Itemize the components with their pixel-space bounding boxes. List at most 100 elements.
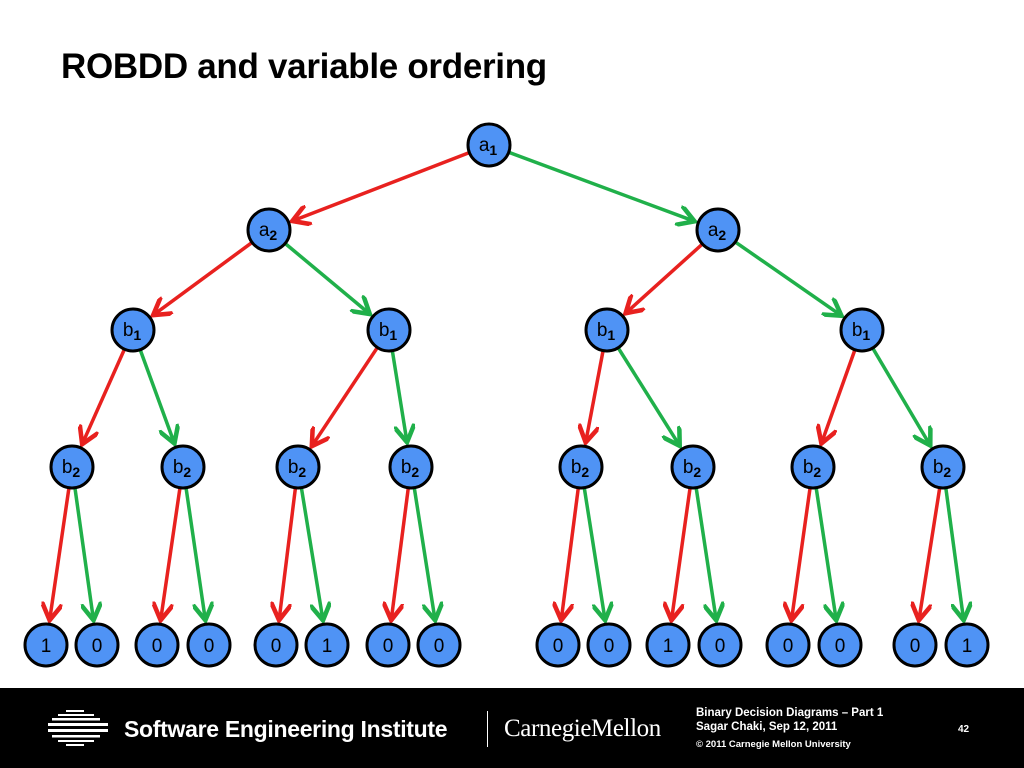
node-label: b2 [803,457,822,480]
node-label: b1 [123,320,142,343]
node-b1: b1 [366,307,412,353]
terminal-label: 0 [715,636,726,657]
node-a2: a2 [246,207,292,253]
terminal-label: 0 [152,636,163,657]
terminal-label: 0 [910,636,921,657]
sei-logo-icon [48,710,108,746]
terminal-0: 0 [817,622,863,668]
course-title: Binary Decision Diagrams – Part 1 [696,707,884,719]
terminal-0: 0 [586,622,632,668]
high-edge-n6 [614,343,680,445]
low-edge-n9 [161,483,183,620]
terminal-label: 0 [434,636,445,657]
footer-bar [0,688,1024,768]
slide-title: ROBDD and variable ordering [61,47,547,86]
terminal-label: 1 [322,636,333,657]
bdd-diagram: a1 a2 a2 b1 b1 b1 b1 b2 b2 b2 b2 b2 b2 b2 b2 1 0 0 0 0 1 0 0 0 0… [23,122,990,668]
low-edge-n6 [586,346,606,443]
high-edge-n10 [299,483,323,621]
terminal-label: 0 [835,636,846,657]
low-edge-n3 [626,240,707,313]
low-edge-n7 [821,345,858,443]
node-b2: b2 [558,444,604,490]
low-edge-n2 [153,238,257,315]
author-date: Sagar Chaki, Sep 12, 2011 [696,721,838,733]
terminal-label: 1 [41,636,52,657]
terminal-0: 0 [765,622,811,668]
terminal-0: 0 [535,622,581,668]
low-edge-n12 [561,483,581,620]
terminal-label: 1 [962,636,973,657]
terminal-0: 0 [365,622,411,668]
node-label: b2 [288,457,307,480]
terminal-0: 0 [892,622,938,668]
node-label: b2 [933,457,952,480]
node-label: a2 [708,220,727,243]
low-edge-n13 [671,483,693,620]
terminal-0: 0 [416,622,462,668]
institute-name: Software Engineering Institute [124,716,448,742]
terminal-label: 1 [663,636,674,657]
high-edge-n9 [183,483,205,620]
terminal-0: 0 [74,622,120,668]
low-edge-n11 [391,483,411,620]
node-label: b2 [401,457,420,480]
node-label: a1 [479,135,498,158]
node-b2: b2 [920,444,966,490]
node-b2: b2 [790,444,836,490]
high-edge-n7 [869,343,931,446]
high-edge-n11 [411,483,435,621]
copyright: © 2011 Carnegie Mellon University [696,739,851,750]
high-edge-n2 [280,239,370,314]
node-label: b2 [571,457,590,480]
high-edge-n3 [730,238,842,316]
terminal-label: 0 [271,636,282,657]
footer-divider [487,711,488,747]
page-number: 42 [958,724,970,735]
node-label: b1 [597,320,616,343]
high-edge-n4 [137,345,175,444]
terminal-0: 0 [134,622,180,668]
terminal-1: 1 [944,622,990,668]
terminal-0: 0 [697,622,743,668]
terminal-label: 0 [383,636,394,657]
node-a2: a2 [695,207,741,253]
node-label: a2 [259,220,278,243]
high-edge-n14 [813,483,837,620]
node-label: b2 [173,457,192,480]
terminal-label: 0 [553,636,564,657]
node-label: b2 [683,457,702,480]
terminal-label: 0 [92,636,103,657]
low-edge-n5 [312,343,382,446]
low-edge-n10 [279,483,298,620]
node-label: b1 [852,320,871,343]
university-name: CarnegieMellon [504,715,661,742]
node-label: b1 [379,320,398,343]
terminal-label: 0 [783,636,794,657]
footer-info: Binary Decision Diagrams – Part 1 Sagar … [696,706,883,750]
terminal-0: 0 [253,622,299,668]
node-b2: b2 [160,444,206,490]
high-edge-n1 [504,149,695,221]
node-b1: b1 [839,307,885,353]
node-b2: b2 [670,444,716,490]
high-edge-n13 [693,483,717,620]
node-b2: b2 [49,444,95,490]
node-b2: b2 [388,444,434,490]
terminal-label: 0 [204,636,215,657]
terminal-0: 0 [186,622,232,668]
low-edge-n4 [82,344,128,445]
low-edge-n14 [791,483,813,620]
node-b1: b1 [110,307,156,353]
high-edge-n15 [943,483,963,620]
node-a1: a1 [466,122,512,168]
high-edge-n8 [72,483,93,620]
low-edge-n8 [50,483,72,620]
low-edge-n15 [919,483,943,621]
terminal-1: 1 [304,622,350,668]
high-edge-n12 [581,483,605,621]
node-b1: b1 [584,307,630,353]
terminal-1: 1 [23,622,69,668]
terminal-label: 0 [604,636,615,657]
node-b2: b2 [275,444,321,490]
